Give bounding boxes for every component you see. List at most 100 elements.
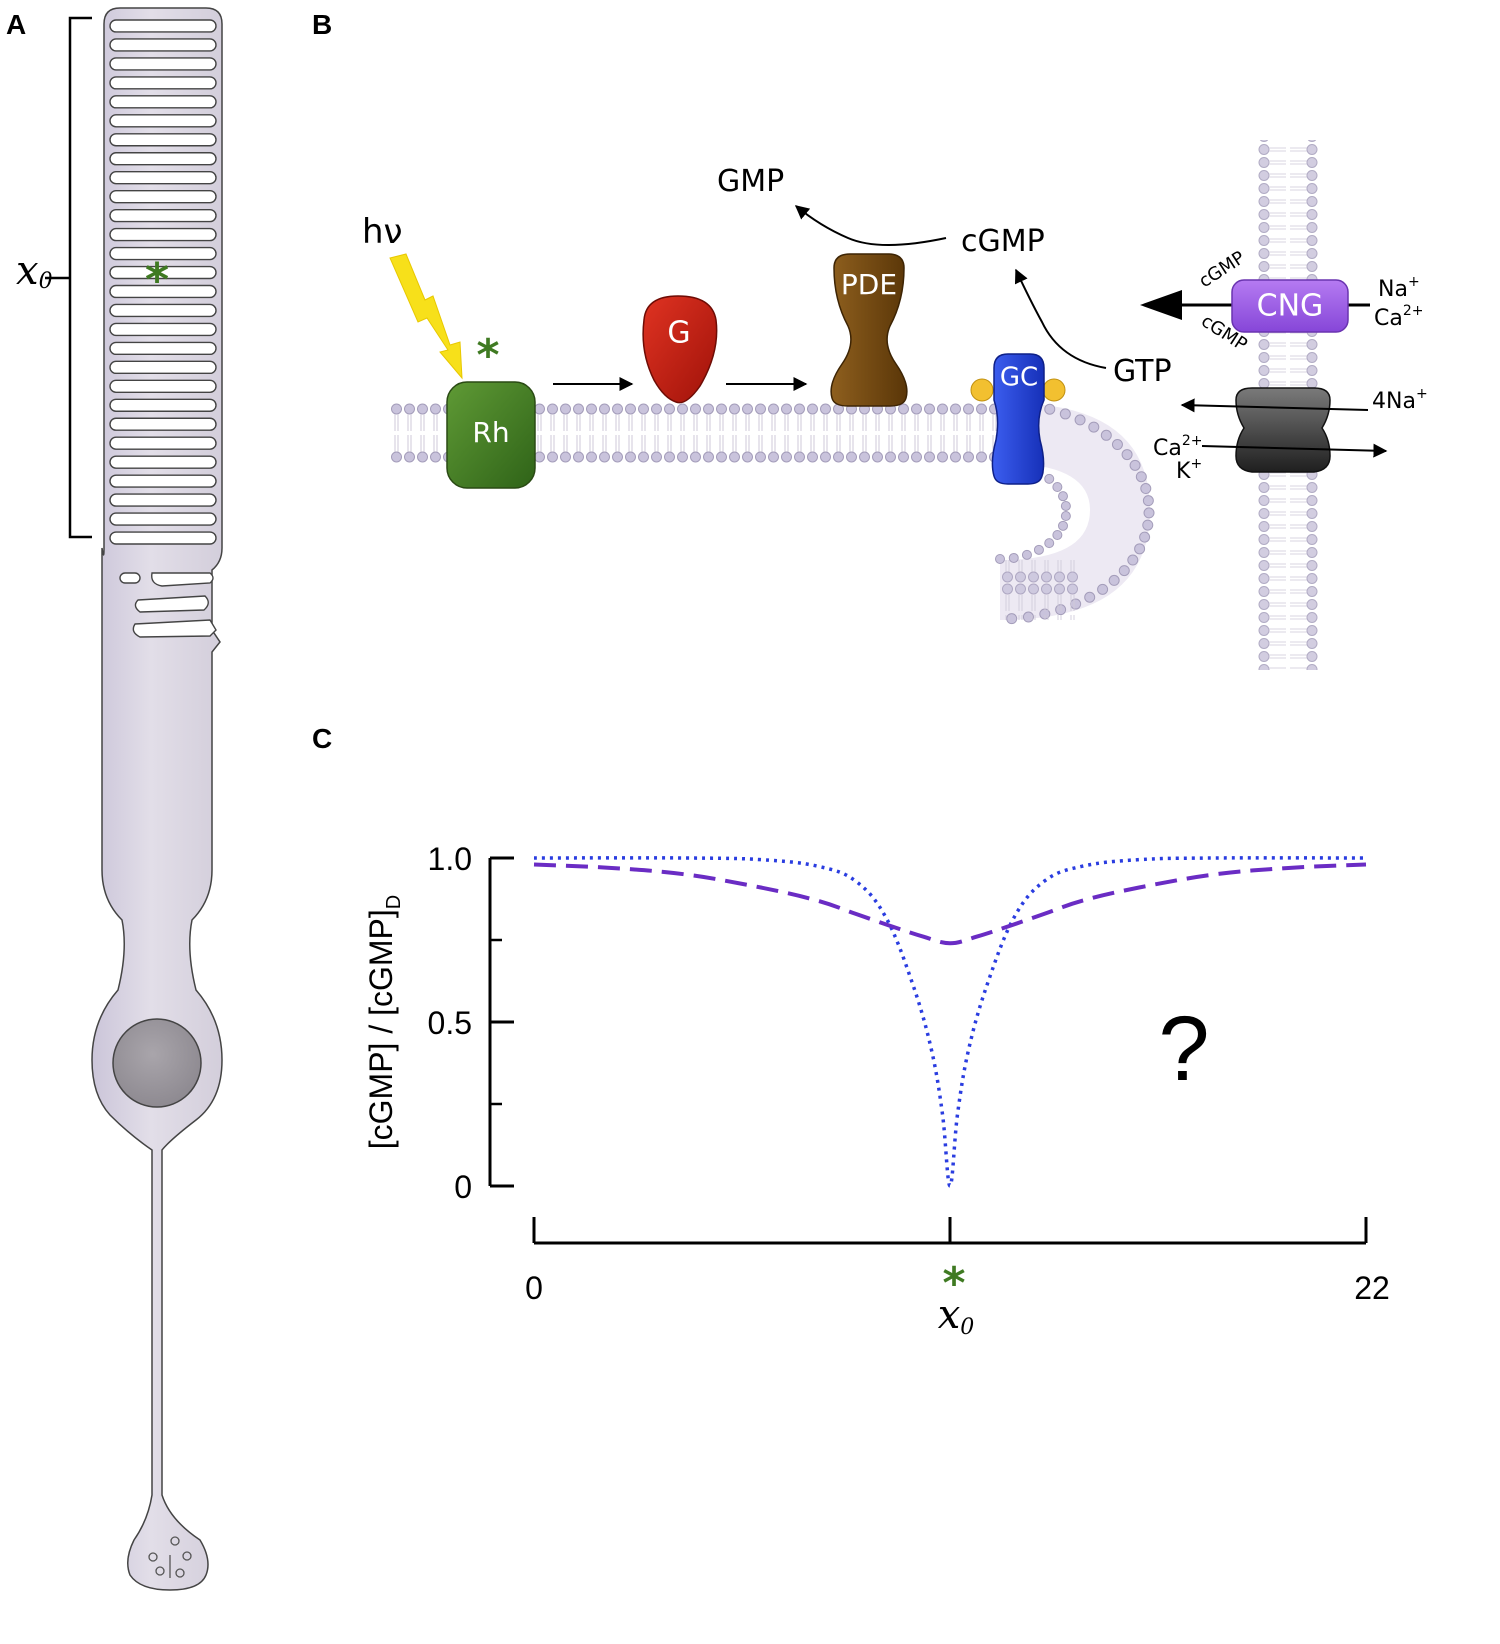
disc bbox=[109, 455, 217, 469]
y-axis: 1.00.50 bbox=[428, 841, 514, 1205]
x0-label-c: x0 bbox=[938, 1292, 975, 1340]
synaptic-vesicles bbox=[148, 1536, 192, 1578]
series-dashed-line bbox=[533, 862, 1367, 946]
gcap-right bbox=[1042, 378, 1066, 402]
disc bbox=[109, 398, 217, 412]
lipid-head bbox=[1139, 531, 1151, 543]
lipid-head bbox=[1052, 482, 1063, 492]
pde-label: PDE bbox=[841, 268, 897, 301]
photon-lightning bbox=[389, 253, 463, 380]
lipid-head bbox=[1060, 511, 1071, 522]
photon-label: hν bbox=[362, 212, 403, 252]
asterisk-c: * bbox=[942, 1258, 965, 1309]
lipid-head bbox=[1084, 591, 1096, 603]
lipid-head bbox=[1060, 500, 1071, 511]
disc bbox=[109, 436, 217, 450]
disc bbox=[109, 19, 217, 33]
disc bbox=[109, 246, 217, 261]
panel-label-c: C bbox=[312, 723, 332, 754]
outer-segment-bracket bbox=[45, 16, 92, 539]
rhodopsin-label: Rh bbox=[472, 416, 509, 449]
lipid-head bbox=[1140, 483, 1152, 495]
lipid-head bbox=[1129, 459, 1141, 471]
pde bbox=[830, 253, 908, 407]
chart-series bbox=[533, 856, 1367, 1188]
gtp-label: GTP bbox=[1113, 354, 1172, 389]
gmp-label: GMP bbox=[717, 164, 784, 199]
y-axis-label: [cGMP] / [cGMP]D bbox=[363, 895, 405, 1149]
lipid-head bbox=[1142, 519, 1154, 531]
disc-membrane-lower bbox=[1000, 560, 1080, 620]
lipid-head bbox=[1033, 544, 1044, 555]
disc bbox=[109, 417, 217, 431]
disc bbox=[109, 189, 217, 204]
lipid-head bbox=[1100, 429, 1112, 441]
exchanger-in-arrow bbox=[1201, 443, 1388, 458]
lipid-head bbox=[1108, 574, 1120, 586]
disc bbox=[109, 284, 217, 299]
lipid-head bbox=[1097, 583, 1109, 595]
disc bbox=[109, 512, 217, 526]
lipid-head bbox=[1143, 507, 1155, 519]
cng-channel bbox=[1231, 279, 1349, 333]
question-mark: ? bbox=[1158, 998, 1209, 1100]
lipid-head bbox=[1118, 565, 1130, 577]
exchanger-k-label: K+ bbox=[1176, 456, 1202, 484]
disc bbox=[109, 152, 217, 166]
lipid-head bbox=[1044, 538, 1055, 549]
panel-a: A x0 * bbox=[6, 7, 223, 1591]
exchanger bbox=[1235, 387, 1331, 473]
x-axis: 0 22 bbox=[525, 1217, 1390, 1306]
panel-label-a: A bbox=[6, 9, 26, 40]
outer-segment-discs bbox=[109, 19, 217, 545]
exchanger-na-label: 4Na+ bbox=[1372, 386, 1428, 414]
lipid-head bbox=[1134, 543, 1146, 555]
lipid-head bbox=[1111, 439, 1123, 451]
lipid-head bbox=[1127, 554, 1139, 566]
panel-b: B hν * Rh G PDE GMP cGMP GTP bbox=[312, 9, 1428, 670]
cgmp-label: cGMP bbox=[961, 224, 1045, 259]
lipid-head bbox=[1021, 549, 1032, 560]
y-tick-label: 0.5 bbox=[428, 1005, 472, 1041]
nucleus bbox=[112, 1018, 202, 1108]
asterisk-b: * bbox=[476, 330, 499, 381]
lipid-head bbox=[1057, 520, 1068, 531]
lipid-head bbox=[1088, 421, 1100, 433]
disc bbox=[109, 208, 217, 223]
gcap-left bbox=[970, 378, 994, 402]
disc bbox=[109, 114, 217, 128]
disc bbox=[109, 341, 217, 356]
lipid-head bbox=[1142, 495, 1154, 507]
lipid-head bbox=[1044, 403, 1056, 415]
lipid-head bbox=[1121, 449, 1133, 461]
disc bbox=[109, 227, 217, 242]
guanylate-cyclase bbox=[991, 353, 1045, 485]
disc bbox=[109, 38, 217, 52]
x-tick-label: 22 bbox=[1354, 1270, 1390, 1306]
lipid-head bbox=[1057, 491, 1068, 502]
asterisk-a: * bbox=[145, 253, 169, 307]
g-protein-label: G bbox=[667, 316, 690, 351]
exchanger-ca-label: Ca2+ bbox=[1153, 433, 1202, 461]
cilium-vesicles bbox=[119, 572, 217, 638]
disc bbox=[109, 360, 217, 375]
x-tick-label: 0 bbox=[525, 1270, 543, 1306]
panel-label-b: B bbox=[312, 9, 332, 40]
arrow-gtp-to-cgmp bbox=[1014, 268, 1107, 369]
exchanger-out-arrow bbox=[1180, 398, 1369, 413]
disc bbox=[109, 322, 217, 337]
cng-ca-label: Ca2+ bbox=[1374, 303, 1423, 331]
arrow-cgmp-to-gmp bbox=[794, 205, 947, 246]
disc bbox=[109, 57, 217, 71]
x0-label-a: x0 bbox=[16, 248, 53, 294]
disc bbox=[109, 133, 217, 147]
disc bbox=[109, 303, 217, 318]
lipid-head bbox=[1044, 473, 1055, 484]
disc bbox=[109, 171, 217, 185]
y-tick-label: 1.0 bbox=[428, 841, 472, 877]
disc bbox=[109, 493, 217, 507]
rhodopsin bbox=[446, 381, 536, 489]
disc bbox=[109, 265, 217, 280]
lipid-head bbox=[1052, 530, 1063, 540]
